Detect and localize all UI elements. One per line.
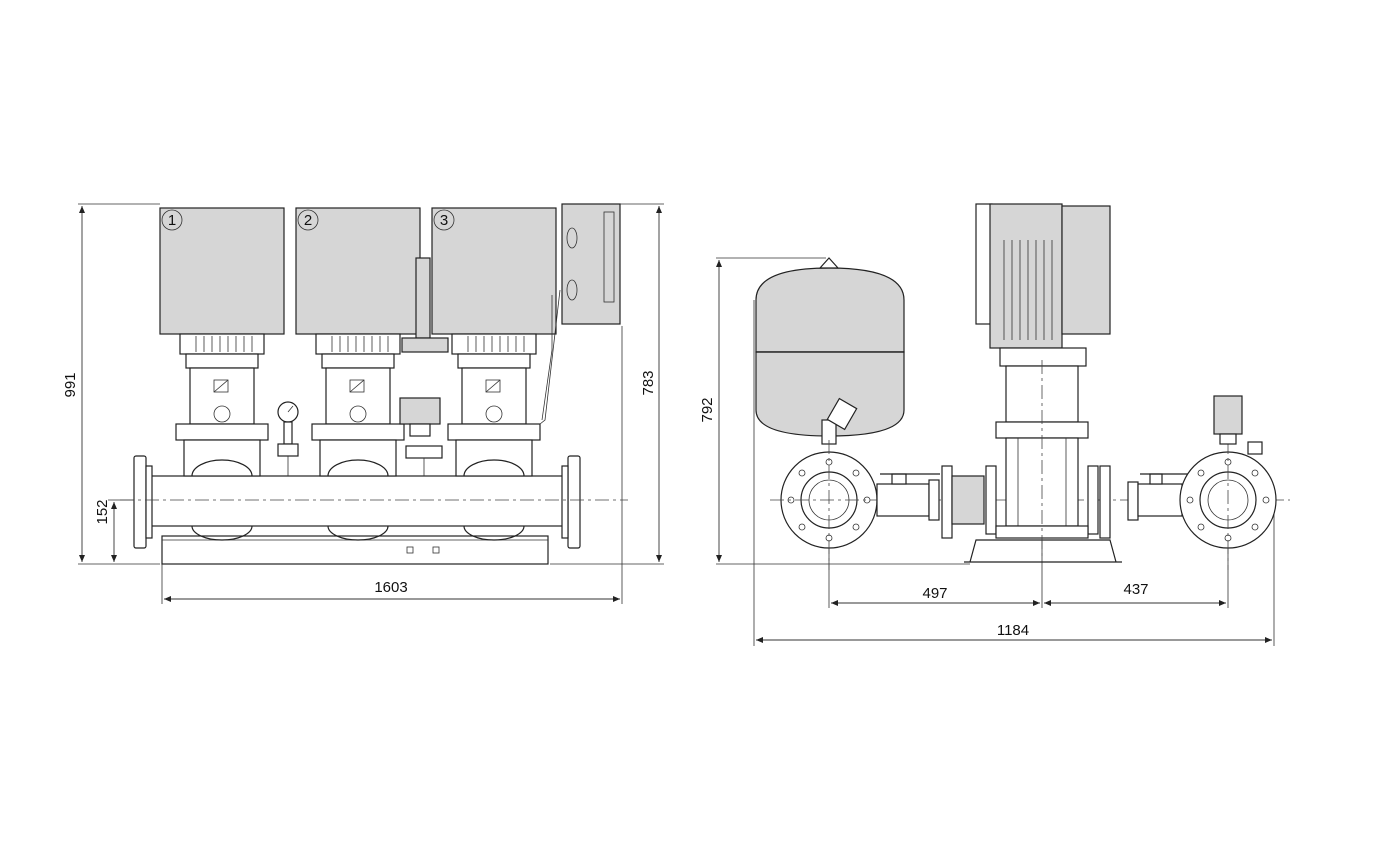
pump-2 — [295, 207, 421, 541]
pump-3 — [431, 207, 557, 541]
front-view: 991 152 1603 783 — [62, 203, 664, 604]
manifold-pipe — [145, 475, 569, 527]
motor-1 — [159, 207, 285, 335]
pressure-transmitter — [399, 397, 443, 476]
dim-437-label: 437 — [1123, 581, 1148, 598]
dimension-792: 792 — [699, 257, 970, 565]
left-flange — [133, 455, 147, 549]
expansion-tank — [755, 257, 905, 445]
motor-2 — [295, 207, 421, 335]
dim-497-label: 497 — [922, 585, 947, 602]
dim-1603-label: 1603 — [374, 579, 407, 596]
dimension-991: 991 — [62, 203, 160, 565]
dim-783-label: 783 — [640, 370, 657, 395]
base-frame — [161, 535, 549, 565]
right-flange — [567, 455, 581, 549]
svg-text:2: 2 — [304, 212, 312, 229]
control-box — [539, 203, 621, 425]
side-pressure-transmitter — [1213, 395, 1263, 455]
central-pump — [964, 203, 1122, 563]
pump-label-2: 2 — [297, 209, 319, 231]
side-view: 792 497 437 1184 — [699, 203, 1290, 646]
dimension-497: 497 — [831, 585, 1040, 606]
right-flange-circle — [1179, 440, 1277, 570]
pressure-gauge — [277, 401, 299, 476]
dim-792-label: 792 — [699, 397, 716, 422]
dimension-152: 152 — [94, 499, 140, 562]
dimension-783: 783 — [550, 203, 664, 565]
dim-1184-label: 1184 — [997, 622, 1029, 639]
svg-text:3: 3 — [440, 212, 448, 229]
dimension-1603: 1603 — [161, 326, 623, 604]
right-ball-valve — [1127, 473, 1190, 521]
pump-label-3: 3 — [433, 209, 455, 231]
pump-1 — [159, 207, 285, 541]
dimension-1184: 1184 — [756, 622, 1272, 643]
dimension-437: 437 — [1044, 581, 1226, 606]
dim-991-label: 991 — [62, 372, 79, 397]
pump-label-1: 1 — [161, 209, 183, 231]
left-ball-valve — [876, 473, 940, 521]
dim-152-label: 152 — [94, 499, 111, 524]
svg-text:1: 1 — [168, 212, 176, 229]
motor-3 — [431, 207, 557, 335]
